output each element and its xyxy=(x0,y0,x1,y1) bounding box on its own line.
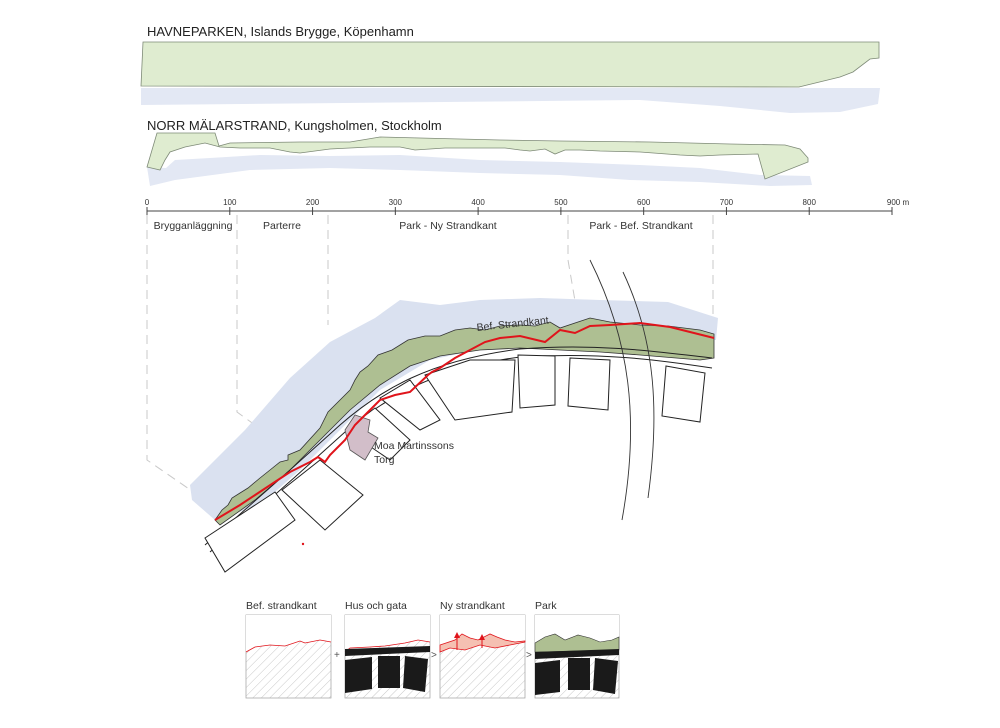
block xyxy=(281,459,364,531)
panel-ny-strandkant xyxy=(439,614,526,699)
zone-label-parterre: Parterre xyxy=(263,220,301,232)
shoreline-red xyxy=(214,321,715,521)
zone-label-park-ny-strandkant: Park - Ny Strandkant xyxy=(399,220,497,232)
scale-tick-label: 900 m xyxy=(886,198,910,207)
havneparken-strip xyxy=(140,41,880,113)
scale-tick-label: 600 xyxy=(636,198,651,207)
scale-tick-label: 300 xyxy=(388,198,403,207)
block xyxy=(379,379,441,431)
bridge-line-2 xyxy=(622,271,655,499)
scale-tick-label: 800 xyxy=(802,198,816,207)
scale-axis xyxy=(146,207,893,215)
block xyxy=(661,365,706,423)
scale-tick-label: 700 xyxy=(719,198,734,207)
square-label-line2: Torg xyxy=(374,454,395,466)
panel-bef-strandkant xyxy=(245,614,332,699)
stray-red-dot xyxy=(301,542,305,546)
panel-title-park: Park xyxy=(535,600,557,612)
scale-tick-label: 200 xyxy=(305,198,320,207)
panel-park xyxy=(534,614,620,699)
norr-malarstrand-park xyxy=(146,132,809,180)
panel-title-hus-och-gata: Hus och gata xyxy=(345,600,407,612)
scale-tick-label: 100 xyxy=(223,198,237,207)
bridge-line-1 xyxy=(589,259,632,521)
panel-title-ny-strandkant: Ny strandkant xyxy=(440,600,505,612)
panel-title-bef-strandkant: Bef. strandkant xyxy=(246,600,317,612)
city-blocks xyxy=(204,354,706,573)
norr-malarstrand-strip xyxy=(146,132,812,186)
section-title-havneparken: HAVNEPARKEN, Islands Brygge, Köpenhamn xyxy=(147,24,414,39)
section-title-norr-malarstrand: NORR MÄLARSTRAND, Kungsholmen, Stockholm xyxy=(147,118,442,133)
norr-malarstrand-water xyxy=(147,155,812,186)
operator-plus: + xyxy=(334,650,340,661)
havneparken-water xyxy=(141,88,880,113)
process-panels xyxy=(245,614,620,699)
operator-then-1: > xyxy=(431,650,437,661)
block xyxy=(517,354,556,409)
block xyxy=(567,357,611,411)
zone-label-brygganlaggning: Brygganläggning xyxy=(153,220,233,232)
site-map xyxy=(190,259,718,573)
scale-tick-label: 400 xyxy=(471,198,485,207)
map-park xyxy=(214,317,715,526)
square-label-line1: Moa Martinssons xyxy=(374,440,454,452)
scale-tick-label: 0 xyxy=(144,198,150,207)
divider-0 xyxy=(146,215,206,501)
block xyxy=(204,491,296,573)
scale-tick-label: 500 xyxy=(554,198,568,207)
havneparken-park xyxy=(140,41,880,88)
panel-hus-och-gata xyxy=(344,614,431,699)
road-edge-outer xyxy=(204,346,713,546)
map-water xyxy=(190,298,718,520)
operator-then-2: > xyxy=(526,650,532,661)
divider-1 xyxy=(236,215,256,426)
block xyxy=(424,359,516,421)
zone-label-park-bef-strandkant: Park - Bef. Strandkant xyxy=(589,220,693,232)
